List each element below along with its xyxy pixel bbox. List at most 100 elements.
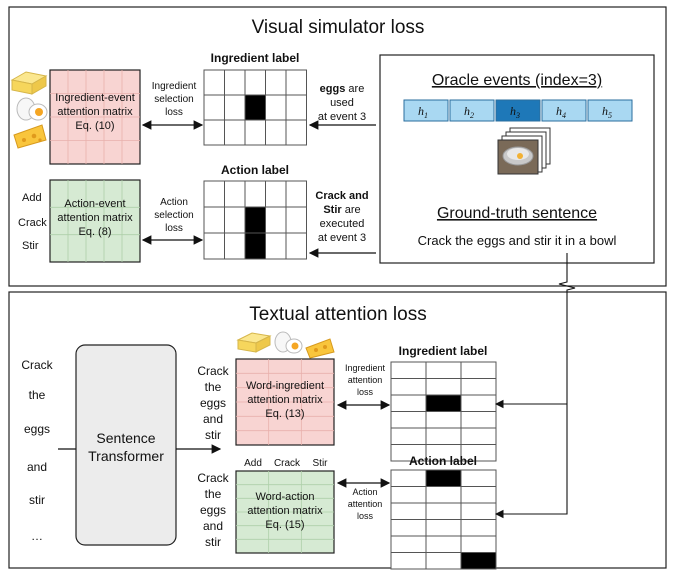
crack-note-line2: Stir are (323, 204, 360, 216)
action-event-matrix-line2: attention matrix (57, 212, 133, 224)
textual-panel-title: Textual attention loss (249, 304, 426, 325)
action-label-cell (224, 232, 246, 260)
action-label-cell-filled (244, 206, 266, 234)
gt-sentence: Crack the eggs and stir it in a bowl (418, 233, 617, 248)
bottom-ingredient-label-cell (390, 394, 427, 412)
word-stir: stir (29, 493, 45, 507)
ingredient-selection-loss-line3: loss (165, 107, 183, 118)
cheese-icon (13, 124, 47, 149)
eggs-note-line2: used (330, 97, 354, 109)
event-subscript-1: 1 (424, 111, 428, 120)
event-label-4: h4 (556, 104, 566, 120)
wi-row-stir: stir (205, 428, 221, 442)
ingredient-label-title: Ingredient label (211, 51, 300, 65)
bottom-ingredient-label-cell (460, 378, 497, 396)
crack-note-line1: Crack and (315, 190, 368, 202)
ingredient-attention-loss-line2: attention (348, 375, 383, 385)
event-box-5 (587, 99, 633, 122)
event-label-1: h1 (418, 104, 428, 120)
word-ellipsis: … (31, 529, 43, 543)
action-label-cell (285, 206, 307, 234)
bottom-ingredient-label-cell (390, 411, 427, 429)
ingredient-label-cell (203, 94, 225, 121)
oracle-events-title: Oracle events (index=3) (432, 72, 602, 89)
gt-to-action-label-connector (494, 253, 576, 519)
action-event-matrix: Action-event attention matrix Eq. (8) (49, 179, 141, 263)
bottom-action-label-cell (390, 519, 427, 537)
ingredient-label-cell (285, 94, 307, 121)
action-attention-loss-line3: loss (357, 511, 374, 521)
ingredient-event-matrix-grid (50, 70, 140, 164)
action-label-cell (203, 206, 225, 234)
bottom-action-label-cell (460, 502, 497, 520)
bottom-ingredient-label-cell (425, 411, 462, 429)
action-row-add: Add (22, 192, 42, 204)
ingredient-attention-loss-line1: Ingredient (345, 363, 386, 373)
wi-row-the: the (205, 380, 222, 394)
butter-icon (10, 71, 48, 95)
wa-row-crack: Crack (197, 471, 229, 485)
ingredient-label-cell (224, 69, 246, 96)
word-action-matrix-grid (236, 471, 334, 553)
wa-col-stir: Stir (313, 458, 329, 469)
eggs-note-line1: eggs are (320, 83, 365, 95)
event-box-4 (541, 99, 587, 122)
action-selection-loss-line2: selection (154, 210, 193, 221)
sentence-transformer-box (75, 344, 177, 546)
action-attention-loss-line2: attention (348, 499, 383, 509)
bottom-action-label-cell (390, 486, 427, 504)
ingredient-label-cell (244, 119, 266, 146)
bottom-ingredient-label-cell (460, 361, 497, 379)
word-crack: Crack (21, 358, 53, 372)
action-event-matrix-line3: Eq. (8) (78, 226, 111, 238)
action-label-grid (203, 180, 307, 260)
action-label-cell (285, 232, 307, 260)
visual-panel-frame (8, 6, 667, 287)
ingredient-label-cell (265, 119, 287, 146)
action-row-stir: Stir (22, 240, 39, 252)
bottom-ingredient-label-cell (460, 411, 497, 429)
action-event-matrix-grid (50, 180, 140, 262)
ingredient-label-cell (265, 94, 287, 121)
bottom-ingredient-label-cell (460, 444, 497, 462)
bottom-action-label-cell (425, 552, 462, 570)
action-label-cell (265, 232, 287, 260)
ingredient-label-grid (203, 69, 307, 146)
bottom-action-label-grid (390, 469, 497, 570)
crack-note-line3: executed (320, 218, 365, 230)
sentence-transformer-line1: Sentence (96, 430, 155, 446)
wi-row-and: and (203, 412, 223, 426)
wa-row-stir: stir (205, 535, 221, 549)
word-ingredient-matrix-line1: Word-ingredient (246, 380, 324, 392)
eggs-note-line3: at event 3 (318, 111, 366, 123)
action-label-cell (224, 180, 246, 208)
bottom-action-label-cell (425, 519, 462, 537)
action-label-cell (265, 180, 287, 208)
eggs-note-rest: are (345, 83, 364, 95)
action-label-cell (244, 180, 266, 208)
bottom-ingredient-label-cell (390, 361, 427, 379)
crack-note-bold2: Stir (323, 204, 342, 216)
bottom-ingredient-label-cell (390, 427, 427, 445)
word-ingredient-matrix-grid (236, 359, 334, 445)
egg-icon (16, 97, 48, 121)
bottom-ingredient-label-title: Ingredient label (399, 344, 488, 358)
crack-note-line4: at event 3 (318, 232, 366, 244)
bottom-action-label-cell (425, 535, 462, 553)
word-and: and (27, 460, 47, 474)
wi-row-crack: Crack (197, 364, 229, 378)
gt-sentence-title: Ground-truth sentence (437, 205, 597, 222)
event-label-5: h5 (602, 104, 612, 120)
word-ingredient-matrix-line2: attention matrix (247, 394, 323, 406)
ingredient-label-cell (244, 69, 266, 96)
bottom-ingredient-label-cell (425, 427, 462, 445)
word-the: the (29, 388, 46, 402)
event-box-3 (495, 99, 541, 122)
word-action-matrix-line3: Eq. (15) (265, 519, 304, 531)
ingredient-label-cell (285, 119, 307, 146)
action-label-cell (265, 206, 287, 234)
ingredient-selection-loss-line2: selection (154, 94, 193, 105)
wa-row-and: and (203, 519, 223, 533)
video-frames-icon (497, 127, 551, 175)
